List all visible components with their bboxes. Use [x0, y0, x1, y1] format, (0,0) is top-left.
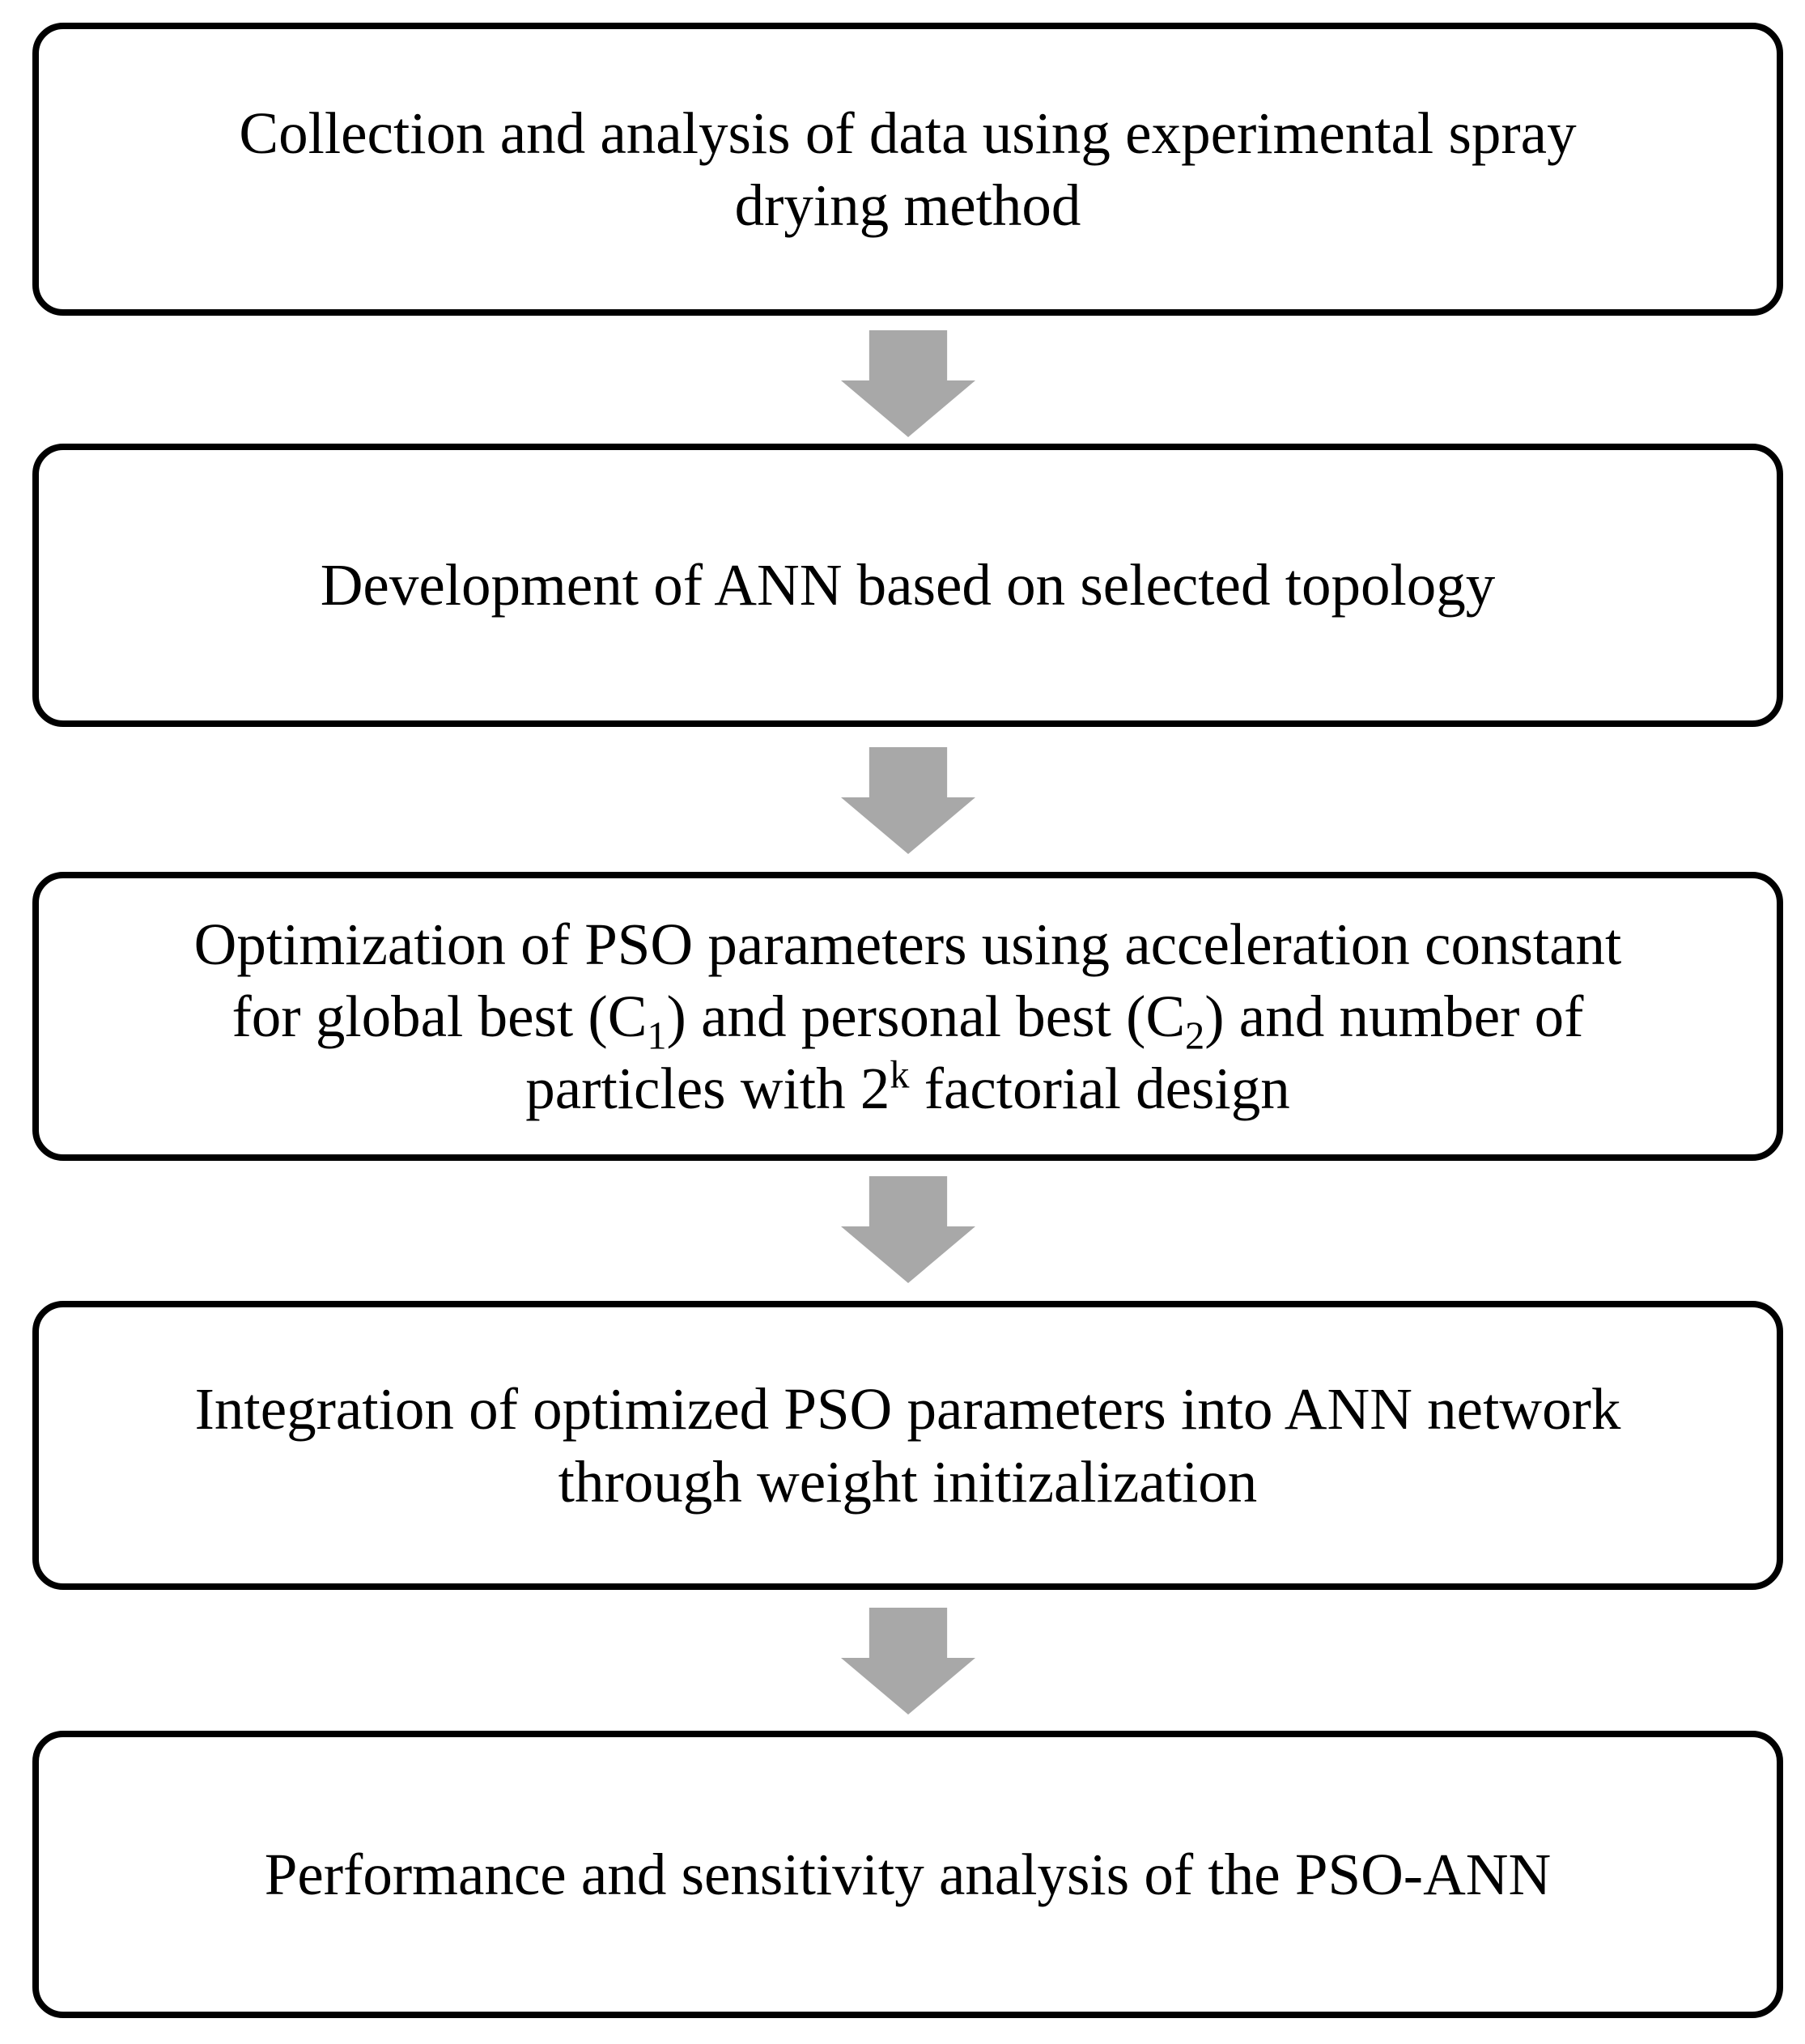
flow-step-3-text: Optimization of PSO parameters using acc… — [193, 911, 1622, 1122]
flow-step-4-box: Integration of optimized PSO parameters … — [32, 1301, 1783, 1590]
flow-step-2-box: Development of ANN based on selected top… — [32, 444, 1783, 727]
arrow-down-icon — [841, 747, 975, 854]
flow-step-5-box: Performance and sensitivity analysis of … — [32, 1731, 1783, 2018]
arrow-down-icon — [841, 1176, 975, 1283]
arrow-down-icon — [841, 330, 975, 437]
flow-step-1-text: Collection and analysis of data using ex… — [239, 100, 1577, 238]
flow-step-3-box: Optimization of PSO parameters using acc… — [32, 872, 1783, 1161]
flow-step-5-text: Performance and sensitivity analysis of … — [264, 1841, 1552, 1907]
arrow-down-icon — [841, 1608, 975, 1715]
flow-step-4-text: Integration of optimized PSO parameters … — [194, 1376, 1621, 1515]
flow-step-2-text: Development of ANN based on selected top… — [320, 552, 1496, 618]
flow-step-1-box: Collection and analysis of data using ex… — [32, 23, 1783, 316]
